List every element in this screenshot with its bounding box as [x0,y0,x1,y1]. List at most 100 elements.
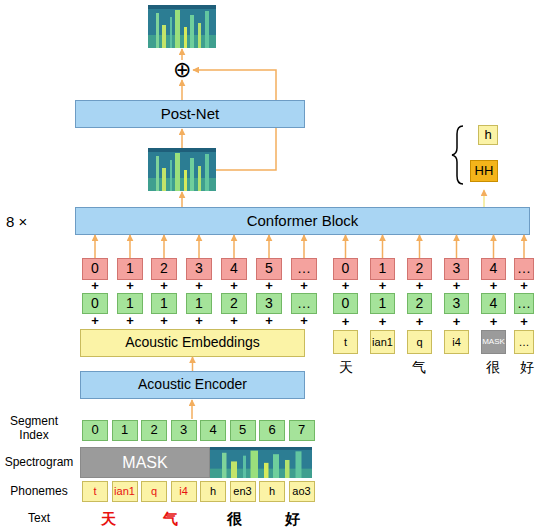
node-text: 2 [230,296,238,311]
process-box: Acoustic Embeddings [80,329,305,357]
node-text: 6 [268,423,275,437]
node-text: 1 [160,296,168,311]
node-text: 4 [490,296,498,311]
label-text: + [259,280,279,293]
node-text: Post-Net [161,106,219,123]
label-text: 好 [517,358,537,376]
node-text: 5 [239,423,246,437]
node-text: i4 [179,485,188,497]
predicted-spectrogram [148,148,216,191]
label-text: Text [0,511,78,527]
node-text: 3 [195,261,203,276]
node-text: en3 [233,485,251,497]
process-box: Acoustic Encoder [80,371,305,399]
flow-arrow [94,235,96,258]
phoneme-box: t [82,481,108,502]
label-text: Phonemes [0,484,78,500]
label-text: 天 [336,358,356,376]
node-text: t [344,336,347,348]
position-box: 3 [444,258,469,280]
position-box: 2 [151,258,177,280]
flow-arrow [233,235,235,258]
segment-box: 6 [259,420,285,441]
flow-arrow [163,235,165,258]
node-text: ⊕ [173,58,191,82]
position-box: 1 [370,258,395,280]
node-text: 3 [453,296,461,311]
process-box: Post-Net [75,100,305,128]
label-text: + [294,314,314,329]
label-text: + [224,280,244,293]
label-text: + [447,280,467,293]
segment-box: 4 [481,293,506,314]
node-text: 0 [91,423,98,437]
node-text: MASK [122,454,167,472]
label-text: 8 × [6,212,40,232]
node-text: … [519,336,530,348]
node-text: 2 [416,261,424,276]
label-text: 气 [159,509,181,529]
label-text: + [410,280,430,293]
label-text: + [154,314,174,329]
segment-box: 1 [186,293,212,314]
segment-box: 5 [230,420,256,441]
flow-arrow [382,235,384,258]
node-text: Acoustic Embeddings [125,335,260,350]
node-text: 2 [150,423,157,437]
segment-box: 3 [444,293,469,314]
node-text: … [517,296,531,311]
node-text: 3 [180,423,187,437]
flow-arrow [192,357,194,371]
segment-box: 3 [171,420,197,441]
node-text: 1 [379,296,387,311]
process-box: Conformer Block [75,207,530,235]
node-text: 1 [126,261,134,276]
node-text: 0 [342,296,350,311]
label-text: + [85,280,105,293]
label-text: + [373,314,393,330]
node-text: 1 [121,423,128,437]
phoneme-box: MASK [481,330,506,354]
phoneme-box: ian1 [370,330,395,354]
position-box: 1 [117,258,143,280]
label-text: + [259,314,279,329]
phoneme-box: ian1 [112,481,138,502]
label-text: + [224,314,244,329]
flow-arrow [181,192,183,207]
flow-arrow [198,235,200,258]
phoneme-box: h [200,481,226,502]
node-text: 2 [160,261,168,276]
node-text: Acoustic Encoder [138,377,247,392]
phoneme-box: i4 [444,330,469,354]
sum-symbol: ⊕ [172,60,192,80]
segment-box: 1 [112,420,138,441]
node-text: 0 [91,296,99,311]
segment-box: 3 [256,293,282,314]
segment-box: 2 [141,420,167,441]
node-text: 4 [209,423,216,437]
label-text: 气 [409,358,429,376]
phoneme-box: ao3 [289,481,315,502]
node-text: h [269,485,275,497]
label-text: Segment Index [4,414,64,444]
node-text: MASK [482,338,505,347]
flow-arrow [483,190,485,207]
node-text: i4 [452,336,461,348]
node-text: 5 [265,261,273,276]
position-box: … [514,258,534,280]
node-text: h [210,485,216,497]
phoneme-box: … [514,330,534,354]
label-text: + [373,280,393,293]
node-text: 3 [265,296,273,311]
node-text: ian1 [372,336,393,348]
position-box: 4 [221,258,247,280]
label-text: 很 [483,358,503,376]
label-text: + [447,314,467,330]
node-text: h [484,128,491,142]
label-text: + [484,314,504,330]
node-text: ao3 [292,485,310,497]
phoneme-box: q [407,330,432,354]
node-text: q [416,336,422,348]
node-text: HH [475,164,494,178]
